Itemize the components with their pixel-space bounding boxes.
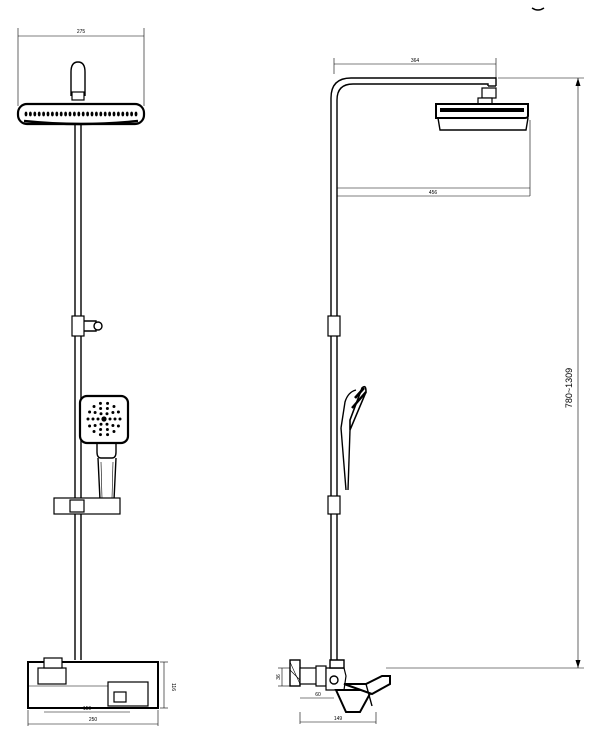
front-hand-shower bbox=[78, 394, 130, 501]
nozzle bbox=[108, 111, 111, 117]
nozzle bbox=[90, 111, 94, 117]
nozzle bbox=[77, 111, 81, 117]
spray-hole bbox=[118, 417, 122, 421]
spray-hole bbox=[112, 404, 116, 408]
spray-hole bbox=[116, 424, 120, 428]
front-height-coupling bbox=[71, 315, 103, 337]
nozzle bbox=[73, 111, 76, 117]
spray-hole bbox=[99, 407, 103, 411]
side-slide-bracket bbox=[327, 495, 341, 515]
side-rain-shower-head bbox=[435, 87, 529, 131]
nozzle bbox=[64, 111, 67, 117]
front-mixer-body bbox=[27, 657, 159, 709]
nozzle bbox=[95, 111, 98, 117]
nozzle bbox=[42, 111, 45, 117]
front-view: 275 bbox=[16, 28, 176, 726]
spray-hole bbox=[91, 417, 95, 421]
nozzle bbox=[81, 111, 85, 117]
front-slide-bracket bbox=[53, 497, 121, 515]
side-riser-arm bbox=[330, 77, 497, 660]
spray-hole bbox=[99, 422, 103, 426]
spray-hole bbox=[116, 410, 120, 414]
spray-hole bbox=[92, 404, 96, 408]
nozzle bbox=[86, 111, 89, 117]
side-hand-shower bbox=[340, 385, 367, 491]
nozzle bbox=[130, 111, 134, 117]
spray-hole bbox=[93, 411, 97, 415]
corner-mark bbox=[531, 7, 545, 11]
side-height-coupling bbox=[327, 315, 341, 337]
nozzle bbox=[117, 111, 120, 117]
nozzle bbox=[29, 111, 32, 117]
side-head-offset-label: 456 bbox=[429, 190, 438, 196]
spray-hole bbox=[93, 423, 97, 427]
nozzle bbox=[24, 111, 28, 117]
mixer-center-label: 150 bbox=[83, 706, 92, 712]
spray-hole bbox=[105, 407, 109, 411]
spray-hole bbox=[98, 401, 102, 405]
side-head-offset-dimension: 456 bbox=[337, 120, 531, 197]
side-inlet-height-label: 36 bbox=[276, 674, 282, 680]
spray-hole bbox=[105, 422, 109, 426]
nozzle bbox=[99, 111, 103, 117]
front-riser-pipe bbox=[74, 124, 82, 660]
spray-hole bbox=[96, 417, 100, 421]
spray-hole bbox=[99, 427, 103, 431]
spray-hole bbox=[111, 411, 115, 415]
front-head-width-dimension: 275 bbox=[17, 28, 145, 106]
mixer-width-label: 250 bbox=[89, 717, 98, 723]
nozzle bbox=[33, 111, 37, 117]
front-mixer-dimensions: 250 150 116 bbox=[27, 661, 176, 726]
nozzle bbox=[68, 111, 72, 117]
spray-hole bbox=[99, 412, 103, 416]
spray-hole bbox=[106, 433, 110, 437]
spray-hole bbox=[113, 417, 117, 421]
spray-hole bbox=[86, 417, 90, 421]
nozzle bbox=[112, 111, 116, 117]
nozzle bbox=[59, 111, 63, 117]
front-shower-arm bbox=[70, 61, 86, 101]
front-head-width-label: 275 bbox=[77, 29, 86, 35]
spray-hole bbox=[106, 401, 110, 405]
spray-hole bbox=[88, 424, 92, 428]
side-mixer-spout bbox=[329, 659, 391, 713]
nozzle bbox=[55, 111, 59, 117]
front-head-nozzles bbox=[24, 111, 138, 117]
nozzle bbox=[121, 111, 125, 117]
side-outlet-offset-label: 60 bbox=[315, 692, 321, 698]
spray-hole bbox=[112, 430, 116, 434]
spray-hole bbox=[98, 433, 102, 437]
hand-shower-nozzles bbox=[86, 401, 122, 437]
spray-hole bbox=[108, 417, 112, 421]
nozzle bbox=[51, 111, 54, 117]
nozzle bbox=[125, 111, 129, 117]
nozzle bbox=[103, 111, 107, 117]
nozzle bbox=[37, 111, 41, 117]
side-bottom-dimensions: 149 60 36 bbox=[276, 667, 377, 724]
spray-hole bbox=[92, 430, 96, 434]
side-arm-reach-label: 364 bbox=[411, 58, 420, 64]
side-wall-inlet bbox=[289, 659, 347, 691]
mixer-height-label: 116 bbox=[170, 683, 176, 691]
side-arm-reach-dimension: 364 bbox=[333, 58, 497, 86]
spray-hole bbox=[105, 412, 109, 416]
height-range-dimension: 780~1309 bbox=[386, 77, 584, 669]
spray-hole bbox=[88, 410, 92, 414]
side-base-depth-label: 149 bbox=[334, 716, 343, 722]
height-range-label: 780~1309 bbox=[564, 368, 574, 408]
front-rain-shower-head bbox=[16, 102, 146, 126]
spray-hole bbox=[105, 427, 109, 431]
side-view: 364 456 bbox=[276, 7, 584, 724]
nozzle bbox=[46, 111, 50, 117]
nozzle bbox=[134, 111, 138, 117]
spray-hole bbox=[101, 416, 107, 422]
spray-hole bbox=[111, 423, 115, 427]
